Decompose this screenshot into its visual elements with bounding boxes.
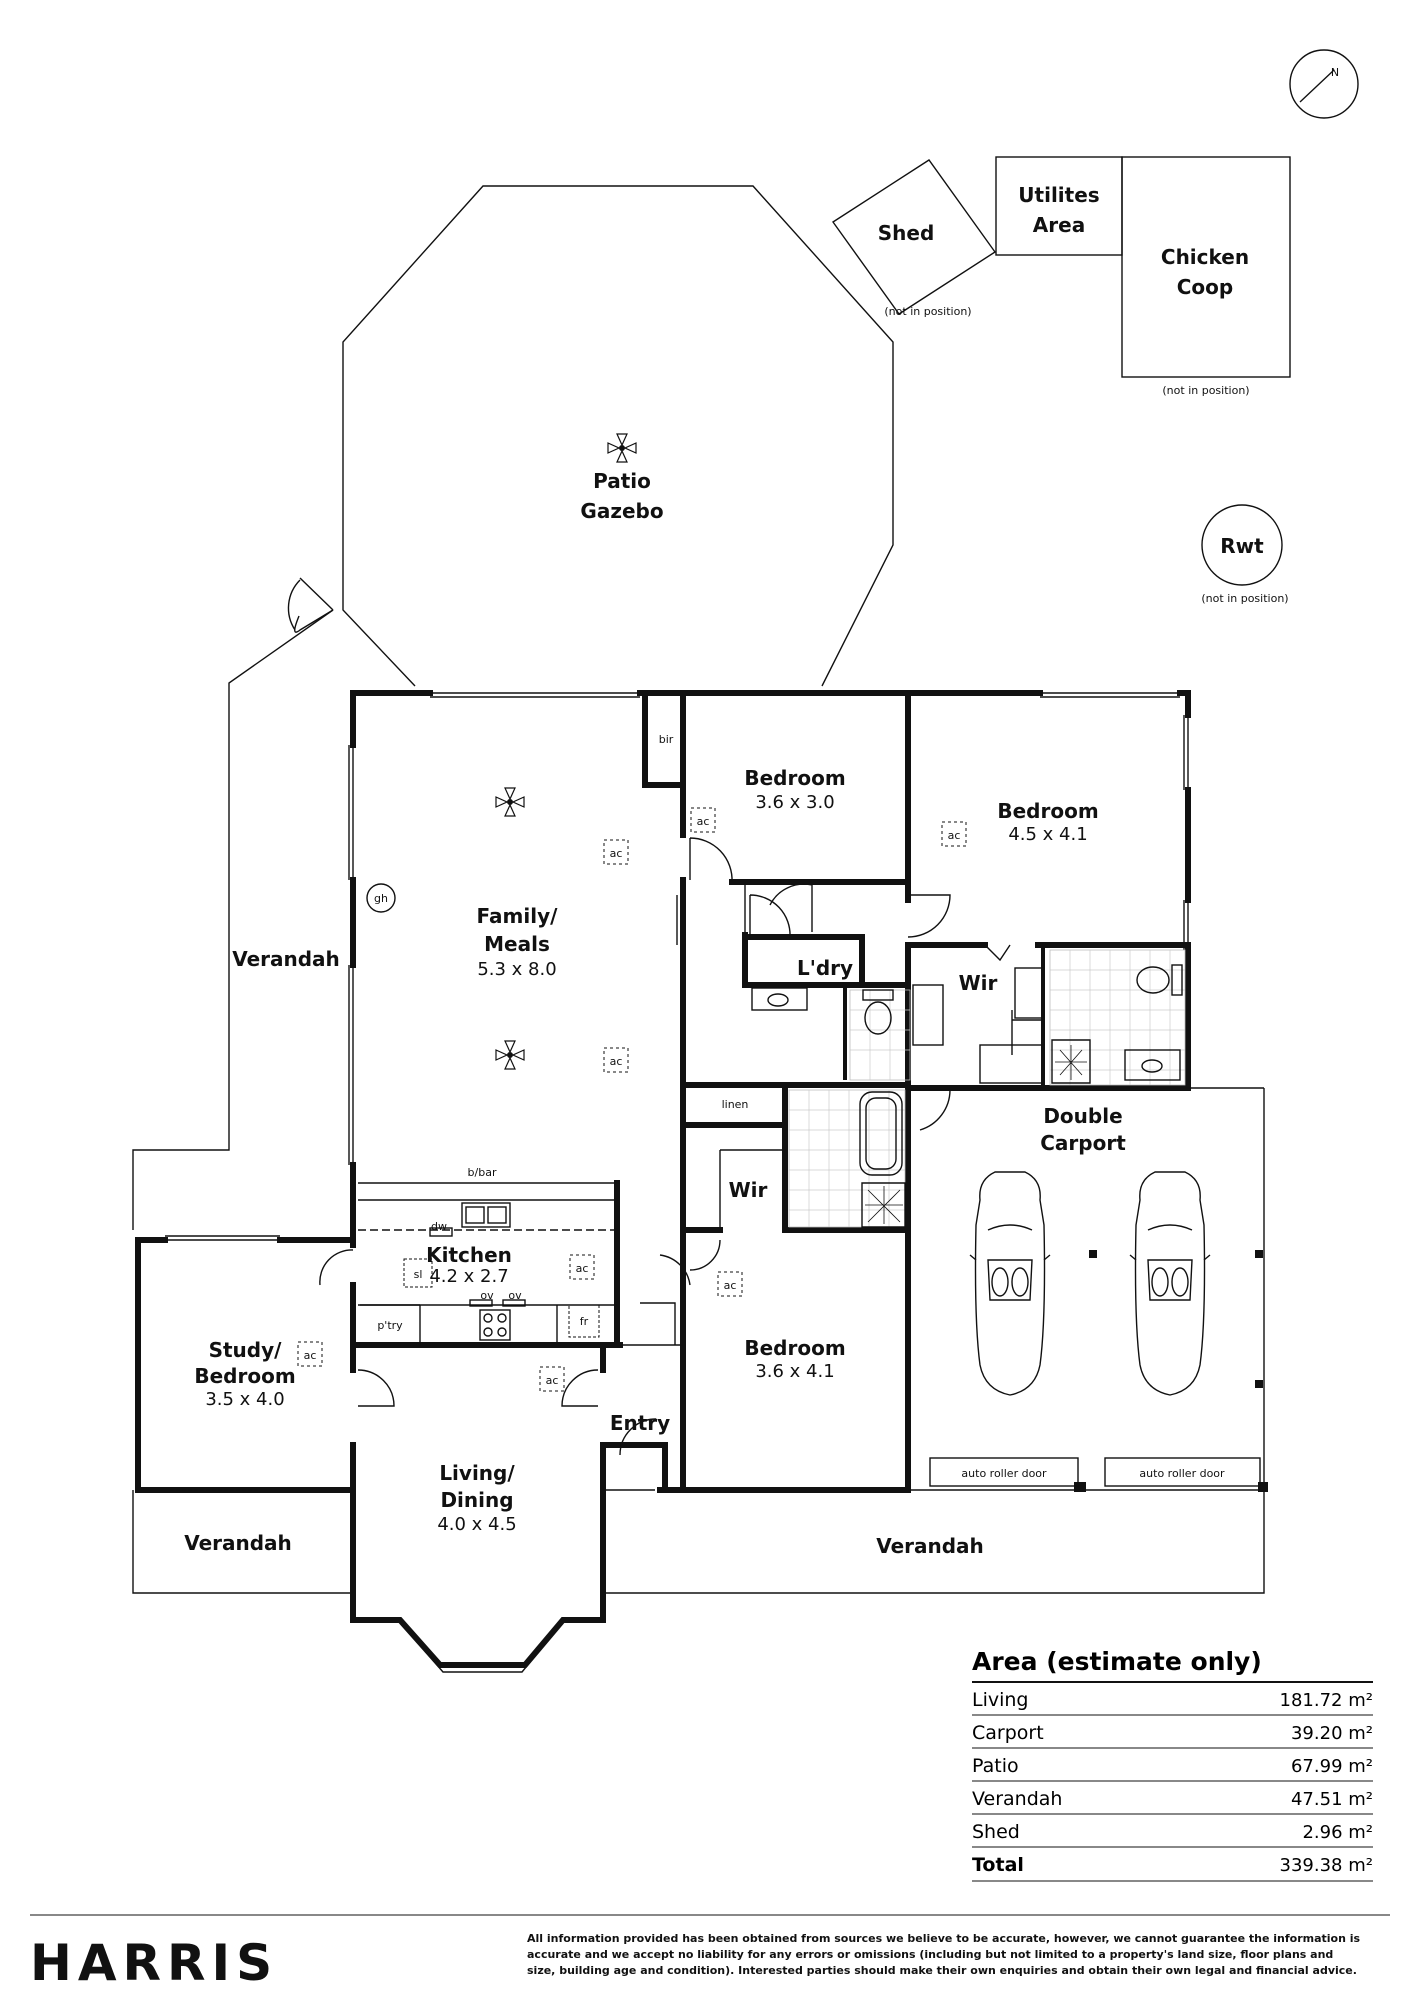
bedroom-2-dimensions: 4.5 x 4.1 bbox=[1008, 824, 1087, 845]
ac-label: ac bbox=[610, 1055, 623, 1068]
patio-label-1: Patio bbox=[593, 469, 651, 493]
room-labels: Family/ Meals 5.3 x 8.0 bir Bedroom 3.6 … bbox=[194, 733, 1225, 1535]
area-row-label: Patio bbox=[972, 1755, 1019, 1777]
area-row-label: Shed bbox=[972, 1821, 1020, 1843]
brand-logo: HARRIS bbox=[30, 1934, 278, 1992]
disclaimer-line-3: size, building age and condition). Inter… bbox=[527, 1964, 1357, 1977]
area-total-label: Total bbox=[972, 1854, 1024, 1876]
rainwater-tank: Rwt (not in position) bbox=[1201, 504, 1289, 605]
area-row-value: 47.51 m² bbox=[1291, 1789, 1373, 1810]
rwt-note: (not in position) bbox=[1201, 592, 1288, 605]
coop-label-2: Coop bbox=[1177, 275, 1233, 299]
utilities-label-1: Utilites bbox=[1018, 183, 1099, 207]
verandah-west: Verandah bbox=[132, 609, 340, 1230]
living-dimensions: 4.0 x 4.5 bbox=[437, 1514, 516, 1535]
patio-label-2: Gazebo bbox=[580, 499, 663, 523]
family-label-2: Meals bbox=[484, 932, 550, 956]
verandah-south-label: Verandah bbox=[876, 1534, 984, 1558]
kitchen-dimensions: 4.2 x 2.7 bbox=[429, 1266, 508, 1287]
shed: Shed (not in position) bbox=[832, 159, 996, 318]
verandah-south: Verandah bbox=[602, 1490, 1265, 1594]
study-dimensions: 3.5 x 4.0 bbox=[205, 1389, 284, 1410]
ac-label: ac bbox=[576, 1262, 589, 1275]
bathroom-tiles bbox=[788, 949, 1186, 1228]
family-dimensions: 5.3 x 8.0 bbox=[477, 959, 556, 980]
bedroom-1-dimensions: 3.6 x 3.0 bbox=[755, 792, 834, 813]
shed-note: (not in position) bbox=[884, 305, 971, 318]
oven-2-label: ov bbox=[508, 1289, 522, 1302]
oven-1-label: ov bbox=[480, 1289, 494, 1302]
car-right-icon bbox=[1129, 1171, 1211, 1396]
gas-heater-label: gh bbox=[374, 892, 388, 905]
dishwasher-label: dw bbox=[431, 1220, 447, 1233]
doors bbox=[319, 837, 1043, 1456]
living-label-1: Living/ bbox=[439, 1461, 515, 1485]
fridge-label: fr bbox=[580, 1315, 589, 1328]
utilities-area: Utilites Area bbox=[995, 156, 1123, 256]
car-left-icon bbox=[969, 1171, 1051, 1396]
breakfast-bar-label: b/bar bbox=[468, 1166, 497, 1179]
area-row-label: Carport bbox=[972, 1722, 1044, 1744]
rwt-label: Rwt bbox=[1220, 534, 1264, 558]
linen-label: linen bbox=[722, 1098, 749, 1111]
area-row-value: 2.96 m² bbox=[1302, 1822, 1373, 1843]
carport-label-1: Double bbox=[1043, 1104, 1122, 1128]
bedroom-3-label: Bedroom bbox=[744, 1336, 845, 1360]
coop-label-1: Chicken bbox=[1161, 245, 1249, 269]
ac-label: ac bbox=[724, 1279, 737, 1292]
family-label-1: Family/ bbox=[477, 904, 559, 928]
ceiling-fan-icon bbox=[607, 433, 637, 463]
area-title: Area (estimate only) bbox=[972, 1647, 1262, 1676]
carport-label-2: Carport bbox=[1040, 1131, 1126, 1155]
area-rows: Living 181.72 m² Carport 39.20 m² Patio 67.99… bbox=[972, 1681, 1373, 1882]
verandah-southwest-label: Verandah bbox=[184, 1531, 292, 1555]
area-row-label: Living bbox=[972, 1689, 1029, 1711]
living-label-2: Dining bbox=[440, 1488, 513, 1512]
laundry-label: L'dry bbox=[797, 956, 853, 980]
ceiling-fan-icon bbox=[495, 1040, 525, 1070]
verandah-west-label: Verandah bbox=[232, 947, 340, 971]
north-compass: N bbox=[1289, 49, 1359, 119]
entry-label: Entry bbox=[610, 1411, 670, 1435]
study-label-2: Bedroom bbox=[194, 1364, 295, 1388]
utilities-label-2: Area bbox=[1033, 213, 1085, 237]
area-total-value: 339.38 m² bbox=[1280, 1855, 1373, 1876]
patio-gazebo: Patio Gazebo bbox=[342, 185, 894, 687]
area-row-value: 181.72 m² bbox=[1280, 1690, 1373, 1711]
area-row-value: 39.20 m² bbox=[1291, 1723, 1373, 1744]
ceiling-fan-icon bbox=[495, 787, 525, 817]
ac-label: ac bbox=[546, 1374, 559, 1387]
pantry-label: p'try bbox=[377, 1319, 403, 1332]
area-row-value: 67.99 m² bbox=[1291, 1756, 1373, 1777]
auto-door-1-label: auto roller door bbox=[961, 1467, 1047, 1480]
ac-label: ac bbox=[610, 847, 623, 860]
chicken-coop: Chicken Coop (not in position) bbox=[1121, 156, 1291, 397]
wir-2-label: Wir bbox=[729, 1178, 768, 1202]
ac-label: ac bbox=[304, 1349, 317, 1362]
bedroom-1-label: Bedroom bbox=[744, 766, 845, 790]
area-row-label: Verandah bbox=[972, 1788, 1062, 1810]
coop-note: (not in position) bbox=[1162, 384, 1249, 397]
verandah-southwest: Verandah bbox=[132, 1490, 353, 1594]
fixtures bbox=[360, 787, 1263, 1487]
kitchen-label: Kitchen bbox=[426, 1243, 512, 1267]
wir-1-label: Wir bbox=[959, 971, 998, 995]
ac-label: ac bbox=[948, 829, 961, 842]
study-label-1: Study/ bbox=[209, 1338, 283, 1362]
bedroom-2-label: Bedroom bbox=[997, 799, 1098, 823]
shed-label: Shed bbox=[878, 221, 935, 245]
bir-label: bir bbox=[659, 733, 674, 746]
disclaimer-line-2: accurate and we accept no liability for … bbox=[527, 1948, 1333, 1961]
auto-door-2-label: auto roller door bbox=[1139, 1467, 1225, 1480]
ac-markers: ac ac ac ac ac ac ac ac bbox=[297, 807, 967, 1392]
area-table: Area (estimate only) Living 181.72 m² Carp… bbox=[972, 1647, 1373, 1882]
bedroom-3-dimensions: 3.6 x 4.1 bbox=[755, 1361, 834, 1382]
ac-label: ac bbox=[697, 815, 710, 828]
sl-label: sl bbox=[414, 1268, 423, 1281]
disclaimer-line-1: All information provided has been obtain… bbox=[527, 1932, 1361, 1945]
compass-label: N bbox=[1331, 66, 1339, 79]
